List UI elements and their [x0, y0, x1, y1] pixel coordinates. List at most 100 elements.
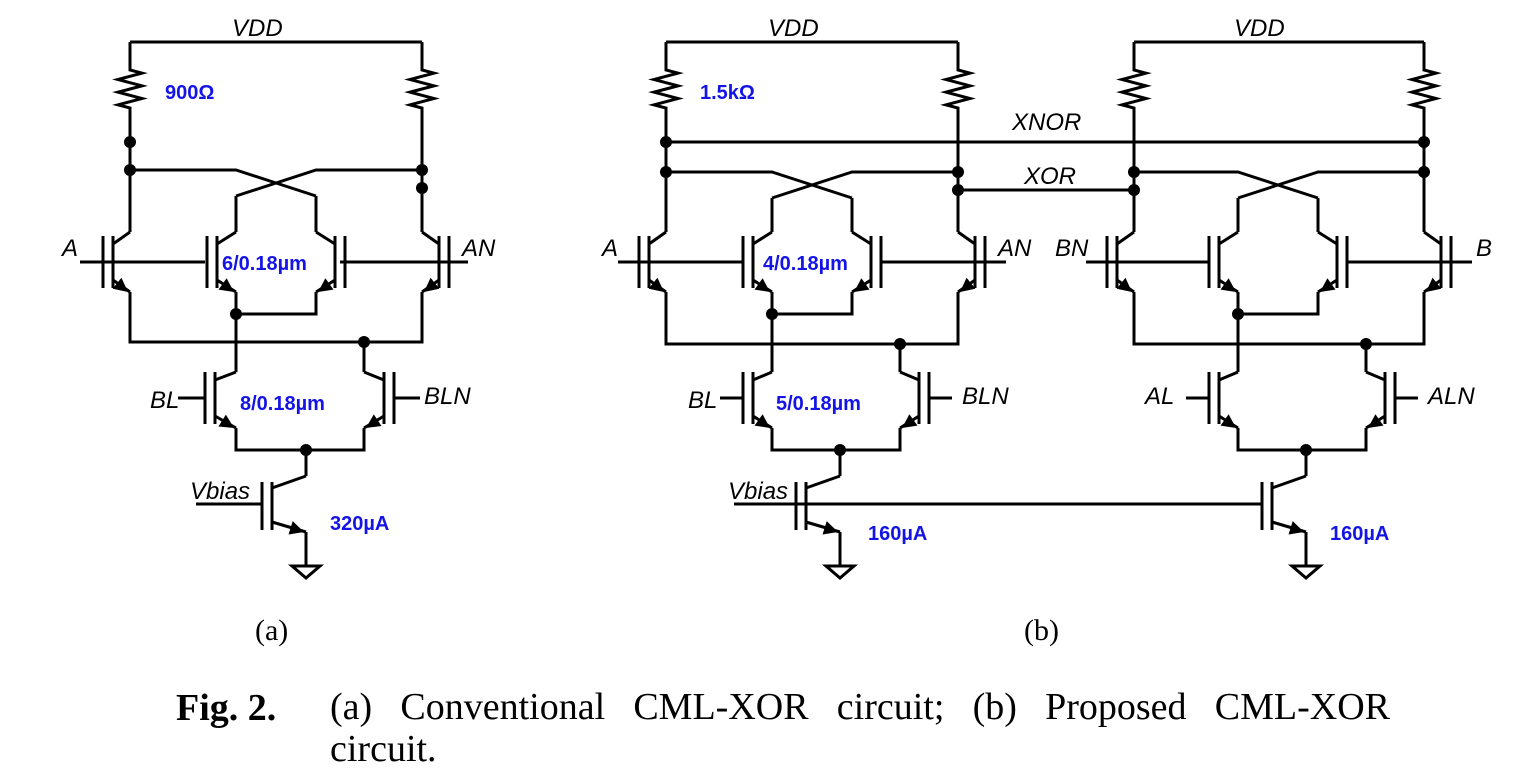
- junction-dot: [1360, 338, 1372, 350]
- junction-dot: [660, 136, 672, 148]
- arrow: [754, 278, 770, 292]
- arrow: [1426, 277, 1442, 292]
- lower-pair-size-a: 8/0.18µm: [240, 393, 325, 415]
- arrow-a3: [318, 278, 334, 292]
- junction-dot: [952, 184, 964, 196]
- cross-b1: [666, 170, 853, 200]
- junction-dot: [124, 164, 136, 176]
- source-tie-inner-a: [234, 292, 318, 316]
- load-resistor-zigzag: [648, 60, 684, 118]
- d: [752, 230, 773, 246]
- d-a1: [112, 230, 131, 246]
- d: [1218, 370, 1239, 382]
- arrow-a6: [366, 414, 382, 428]
- input-bl-label-b: BL: [688, 387, 717, 414]
- vbias-label-a: Vbias: [190, 478, 250, 505]
- input-a-label-a: A: [60, 235, 78, 262]
- vdd-label-b-left: VDD: [768, 15, 819, 42]
- tie: [664, 292, 960, 346]
- arrow: [960, 277, 976, 292]
- d-a4: [421, 230, 440, 246]
- d: [648, 230, 667, 246]
- input-bln-label-b: BLN: [962, 383, 1009, 410]
- d-a3: [315, 230, 336, 246]
- input-a-label-b: A: [600, 235, 618, 262]
- d: [899, 370, 920, 382]
- junction-dots: [124, 136, 1430, 456]
- arrow-a7: [288, 521, 304, 535]
- lower-pair-size-b: 5/0.18µm: [776, 393, 861, 415]
- load-resistor-zigzag: [1116, 60, 1152, 118]
- junction-dot: [358, 336, 370, 348]
- tie-inner: [770, 292, 854, 316]
- arrow: [854, 278, 870, 292]
- input-pair-size-b: 4/0.18µm: [763, 253, 848, 275]
- junction-dot: [660, 166, 672, 178]
- xor-label: XOR: [1023, 163, 1076, 190]
- input-an-label-b: AN: [996, 235, 1032, 262]
- panel-label-a: (a): [255, 614, 288, 647]
- tail-current-a: 320µA: [330, 513, 389, 535]
- load-resistor-value-a: 900Ω: [165, 82, 214, 104]
- load-resistor-zigzag: [940, 60, 976, 118]
- junction-dot: [1300, 444, 1312, 456]
- junction-dot: [416, 164, 428, 176]
- load-resistor-zigzag: [1406, 60, 1442, 118]
- d: [1317, 230, 1338, 246]
- cross-b3: [1134, 170, 1319, 200]
- junction-dot: [230, 308, 242, 320]
- cross-a-1: [130, 168, 317, 198]
- d: [1116, 230, 1135, 246]
- xnor-label: XNOR: [1011, 109, 1081, 136]
- arrow-a4: [424, 277, 440, 292]
- d-a2: [216, 230, 237, 246]
- junction-dot: [766, 308, 778, 320]
- lower-source-tie-a: [234, 428, 366, 452]
- d: [1423, 230, 1442, 246]
- arrow: [754, 414, 770, 428]
- input-bn-label-b: BN: [1055, 235, 1089, 262]
- load-resistor-value-b: 1.5kΩ: [700, 82, 755, 104]
- d-a5: [214, 370, 237, 382]
- junction-dot: [1128, 166, 1140, 178]
- d: [805, 474, 841, 490]
- input-pair-size-a: 6/0.18µm: [222, 253, 307, 275]
- d: [1271, 474, 1307, 490]
- tie-inner: [1236, 292, 1320, 316]
- arrow-a2: [218, 278, 234, 292]
- input-an-label-a: AN: [460, 235, 496, 262]
- tie: [1132, 292, 1426, 346]
- cross-b2: [771, 170, 958, 200]
- arrow: [1288, 521, 1304, 535]
- d-a7: [271, 474, 307, 490]
- arrow-a1: [112, 277, 128, 292]
- arrow: [1220, 278, 1236, 292]
- d: [752, 370, 773, 382]
- ground: [821, 564, 859, 580]
- arrow: [1320, 278, 1336, 292]
- d: [1218, 230, 1239, 246]
- junction-dot: [1418, 166, 1430, 178]
- d-a6: [363, 370, 385, 382]
- arrow: [902, 414, 918, 428]
- arrow: [1220, 414, 1236, 428]
- junction-dot: [834, 444, 846, 456]
- junction-dot: [416, 182, 428, 194]
- ground-a: [287, 564, 325, 580]
- vbias-label-b: Vbias: [728, 478, 788, 505]
- junction-dot: [300, 444, 312, 456]
- arrow: [648, 277, 664, 292]
- load-resistor-zigzag: [404, 60, 440, 118]
- d: [957, 230, 976, 246]
- arrow: [1116, 277, 1132, 292]
- circuit-schematic: VDD 900Ω A AN 6/0.18µm BL BLN 8/0.18µm V…: [60, 15, 1492, 647]
- arrow-a5: [218, 414, 234, 428]
- input-aln-label-b: ALN: [1426, 383, 1475, 410]
- input-al-label-b: AL: [1143, 383, 1174, 410]
- ground: [1287, 564, 1325, 580]
- load-resistor-zigzag: [112, 60, 148, 118]
- cross-b4: [1237, 170, 1424, 200]
- tail-current-b-right: 160µA: [1330, 523, 1389, 545]
- figure-number: Fig. 2.: [176, 687, 277, 729]
- source-tie-a: [128, 292, 424, 344]
